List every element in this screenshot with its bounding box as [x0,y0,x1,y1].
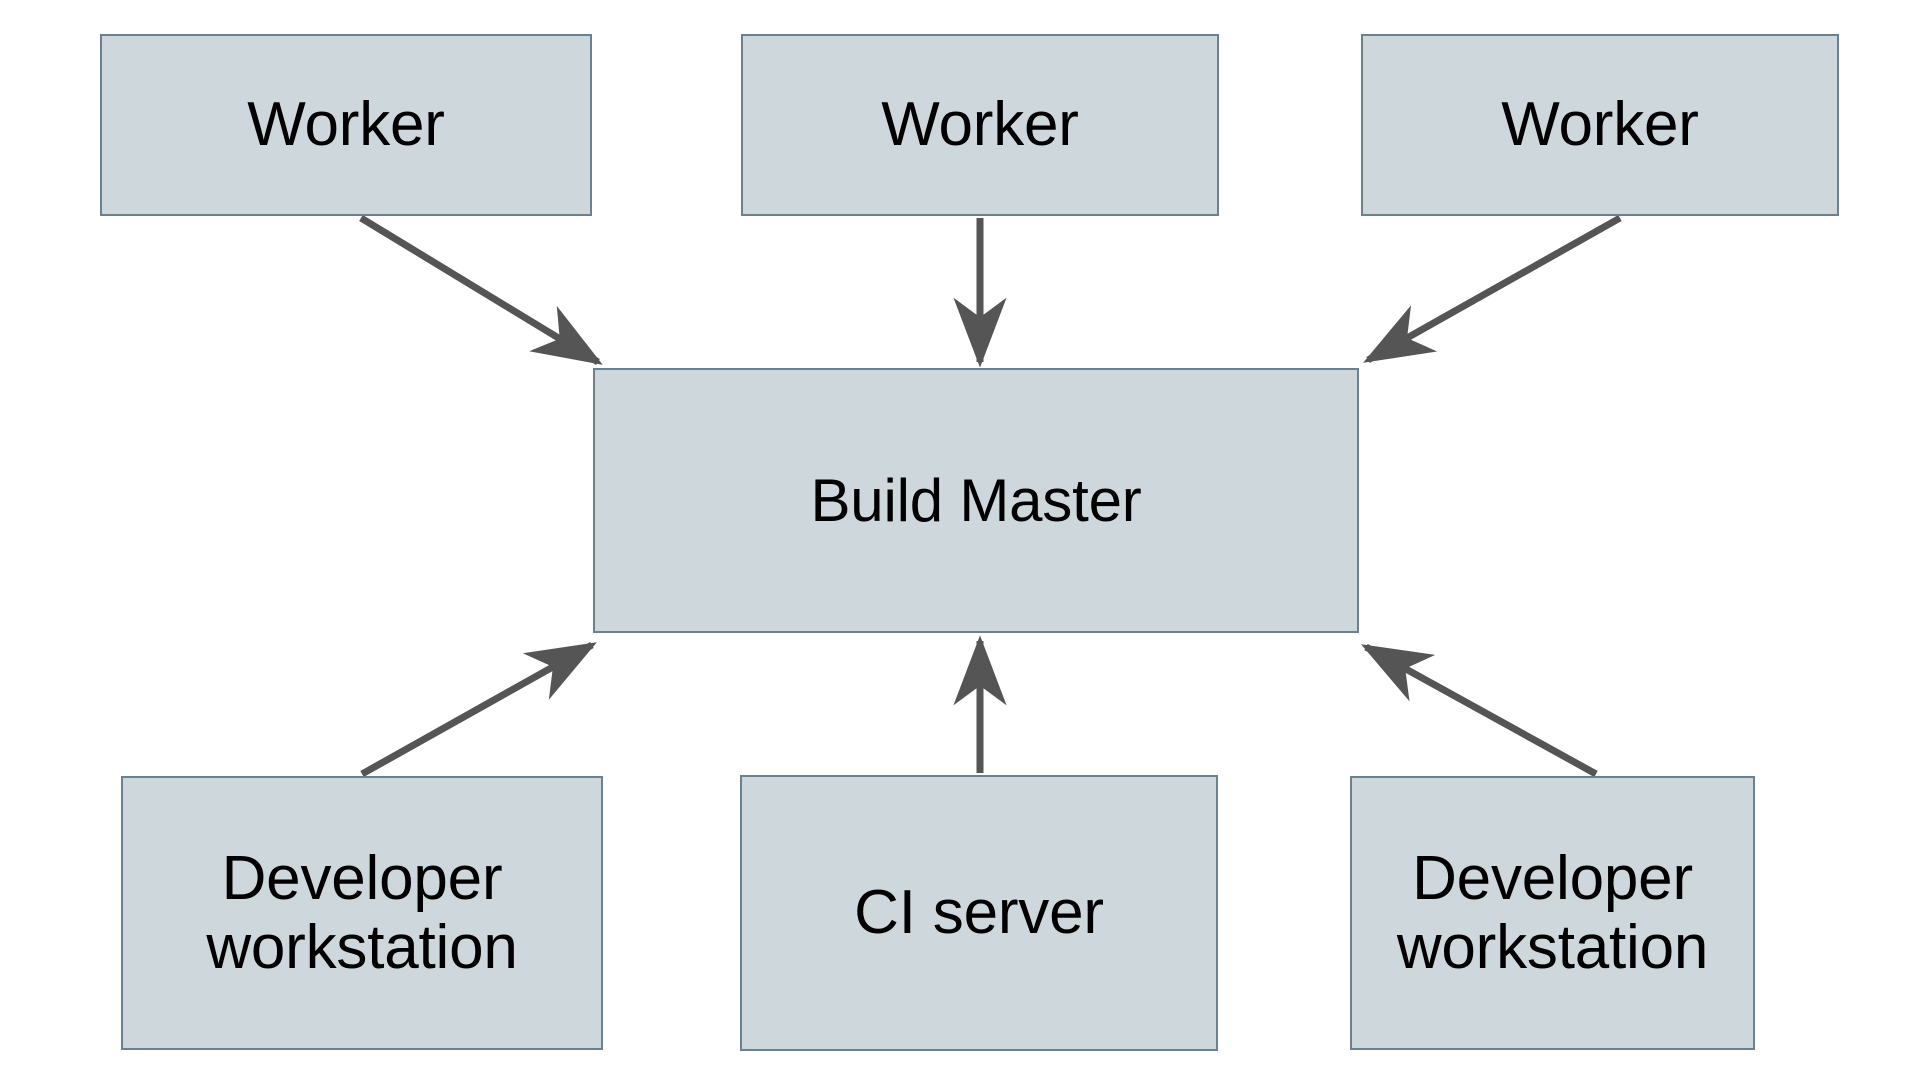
node-label: Developer workstation [1396,843,1709,982]
node-developer-workstation-left[interactable]: Developer workstation [121,776,603,1050]
node-worker-3[interactable]: Worker [1361,34,1839,216]
node-build-master[interactable]: Build Master [593,368,1359,633]
node-worker-2[interactable]: Worker [741,34,1219,216]
node-label: Build Master [810,466,1142,534]
node-label: Worker [1501,90,1699,160]
node-worker-1[interactable]: Worker [100,34,592,216]
node-label: CI server [854,878,1104,948]
edge-devright-to-master [1361,643,1598,778]
node-label: Worker [247,90,445,160]
edge-worker1-to-master [359,215,603,365]
edge-worker3-to-master [1363,214,1622,364]
edge-devleft-to-master [360,641,597,778]
node-ci-server[interactable]: CI server [740,775,1218,1051]
node-developer-workstation-right[interactable]: Developer workstation [1350,776,1755,1050]
node-label: Worker [881,90,1079,160]
node-label: Developer workstation [206,843,518,982]
